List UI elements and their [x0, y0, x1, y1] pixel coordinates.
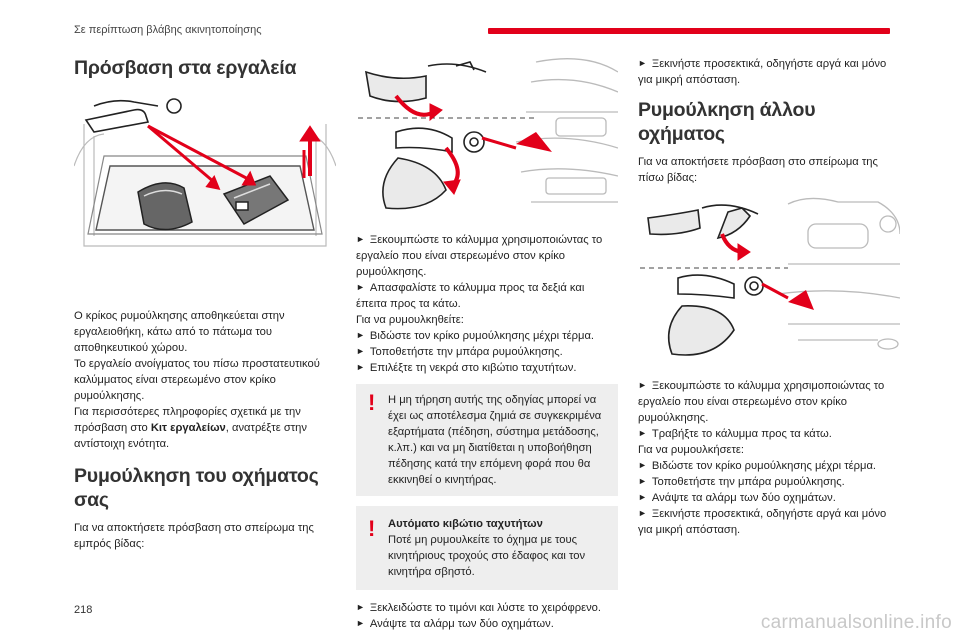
- step-release-cover: Απασφαλίστε το κάλυμμα προς τα δεξιά και…: [356, 280, 618, 312]
- step-screw-tow-eye: Βιδώστε τον κρίκο ρυμούλκησης μέχρι τέρμ…: [356, 328, 618, 344]
- paragraph-rear-screw-access: Για να αποκτήσετε πρόσβαση στο σπείρωμα …: [638, 156, 878, 184]
- paragraph-front-screw-access: Για να αποκτήσετε πρόσβαση στο σπείρωμα …: [74, 522, 314, 550]
- figure-rear-cover: [638, 194, 901, 364]
- rear-bumper-illustration: [640, 197, 901, 356]
- step-unclip-rear-cover: Ξεκουμπώστε το κάλυμμα χρησιμοποιώντας τ…: [638, 378, 900, 426]
- paragraph-cover-tool: Το εργαλείο ανοίγματος του πίσω προστατε…: [74, 358, 320, 402]
- step-pull-cover: Τραβήξτε το κάλυμμα προς τα κάτω.: [638, 426, 900, 442]
- heading-tools-access: Πρόσβαση στα εργαλεία: [74, 57, 297, 79]
- column-3: Ξεκινήστε προσεκτικά, οδηγήστε αργά και …: [638, 56, 901, 538]
- front-bumper-illustration: [358, 58, 619, 210]
- step-drive-carefully-rear: Ξεκινήστε προσεκτικά, οδηγήστε αργά και …: [638, 506, 900, 538]
- step-select-neutral: Επιλέξτε τη νεκρά στο κιβώτιο ταχυτήτων.: [356, 360, 618, 376]
- page-number: 218: [74, 604, 93, 616]
- figure-trunk-tools: [73, 96, 337, 256]
- paragraph-tow-eye-storage: Ο κρίκος ρυμούλκησης αποθηκεύεται στην ε…: [74, 310, 285, 354]
- section-title: Σε περίπτωση βλάβης ακινητοποίησης: [74, 24, 262, 36]
- warning-text-neutral: Η μη τήρηση αυτής της οδηγίας μπορεί να …: [388, 394, 602, 486]
- warning-icon: !: [368, 390, 376, 415]
- column-2: Ξεκουμπώστε το κάλυμμα χρησιμοποιώντας τ…: [356, 52, 619, 632]
- trunk-illustration: [73, 98, 337, 247]
- step-hazard-lights-rear: Ανάψτε τα αλάρμ των δύο οχημάτων.: [638, 490, 900, 506]
- step-hazard-lights: Ανάψτε τα αλάρμ των δύο οχημάτων.: [356, 616, 618, 632]
- step-drive-carefully: Ξεκινήστε προσεκτικά, οδηγήστε αργά και …: [638, 56, 900, 88]
- figure-front-cover: [356, 52, 619, 220]
- step-screw-tow-eye-rear: Βιδώστε τον κρίκο ρυμούλκησης μέχρι τέρμ…: [638, 458, 900, 474]
- header-accent-bar: [488, 28, 890, 34]
- step-unclip-cover: Ξεκουμπώστε το κάλυμμα χρησιμοποιώντας τ…: [356, 232, 618, 280]
- heading-towing-your-vehicle: Ρυμούλκηση του οχήματος σας: [74, 465, 319, 511]
- warning-icon: !: [368, 516, 376, 541]
- tow-intro: Για να ρυμουλκηθείτε:: [356, 314, 464, 326]
- warning-box-neutral: ! Η μη τήρηση αυτής της οδηγίας μπορεί ν…: [356, 384, 618, 496]
- tool-kit-ref-end: , ανατρέξτε στην αντίστοιχη ενότητα.: [74, 422, 307, 450]
- paragraph-tool-kit-ref: Για περισσότερες πληροφορίες σχετικά με …: [74, 404, 336, 452]
- step-fit-tow-bar: Τοποθετήστε την μπάρα ρυμούλκησης.: [356, 344, 618, 360]
- step-unlock-steering: Ξεκλειδώστε το τιμόνι και λύστε το χειρό…: [356, 600, 618, 616]
- step-fit-tow-bar-rear: Τοποθετήστε την μπάρα ρυμούλκησης.: [638, 474, 900, 490]
- heading-towing-another-vehicle: Ρυμούλκηση άλλου οχήματος: [638, 99, 816, 145]
- warning-text-automatic: Ποτέ μη ρυμουλκείτε το όχημα με τους κιν…: [388, 534, 586, 578]
- warning-box-automatic: ! Αυτόματο κιβώτιο ταχυτήτων Ποτέ μη ρυμ…: [356, 506, 618, 590]
- tow-other-intro: Για να ρυμουλκήσετε:: [638, 444, 744, 456]
- column-1: Πρόσβαση στα εργαλεία: [73, 56, 337, 552]
- watermark: carmanualsonline.info: [760, 612, 952, 633]
- tool-kit-ref-link[interactable]: Κιτ εργαλείων: [150, 422, 226, 434]
- tool-kit-ref-start: Για περισσότερες πληροφορίες σχετικά με …: [74, 406, 301, 434]
- warning-title-automatic: Αυτόματο κιβώτιο ταχυτήτων: [388, 518, 543, 530]
